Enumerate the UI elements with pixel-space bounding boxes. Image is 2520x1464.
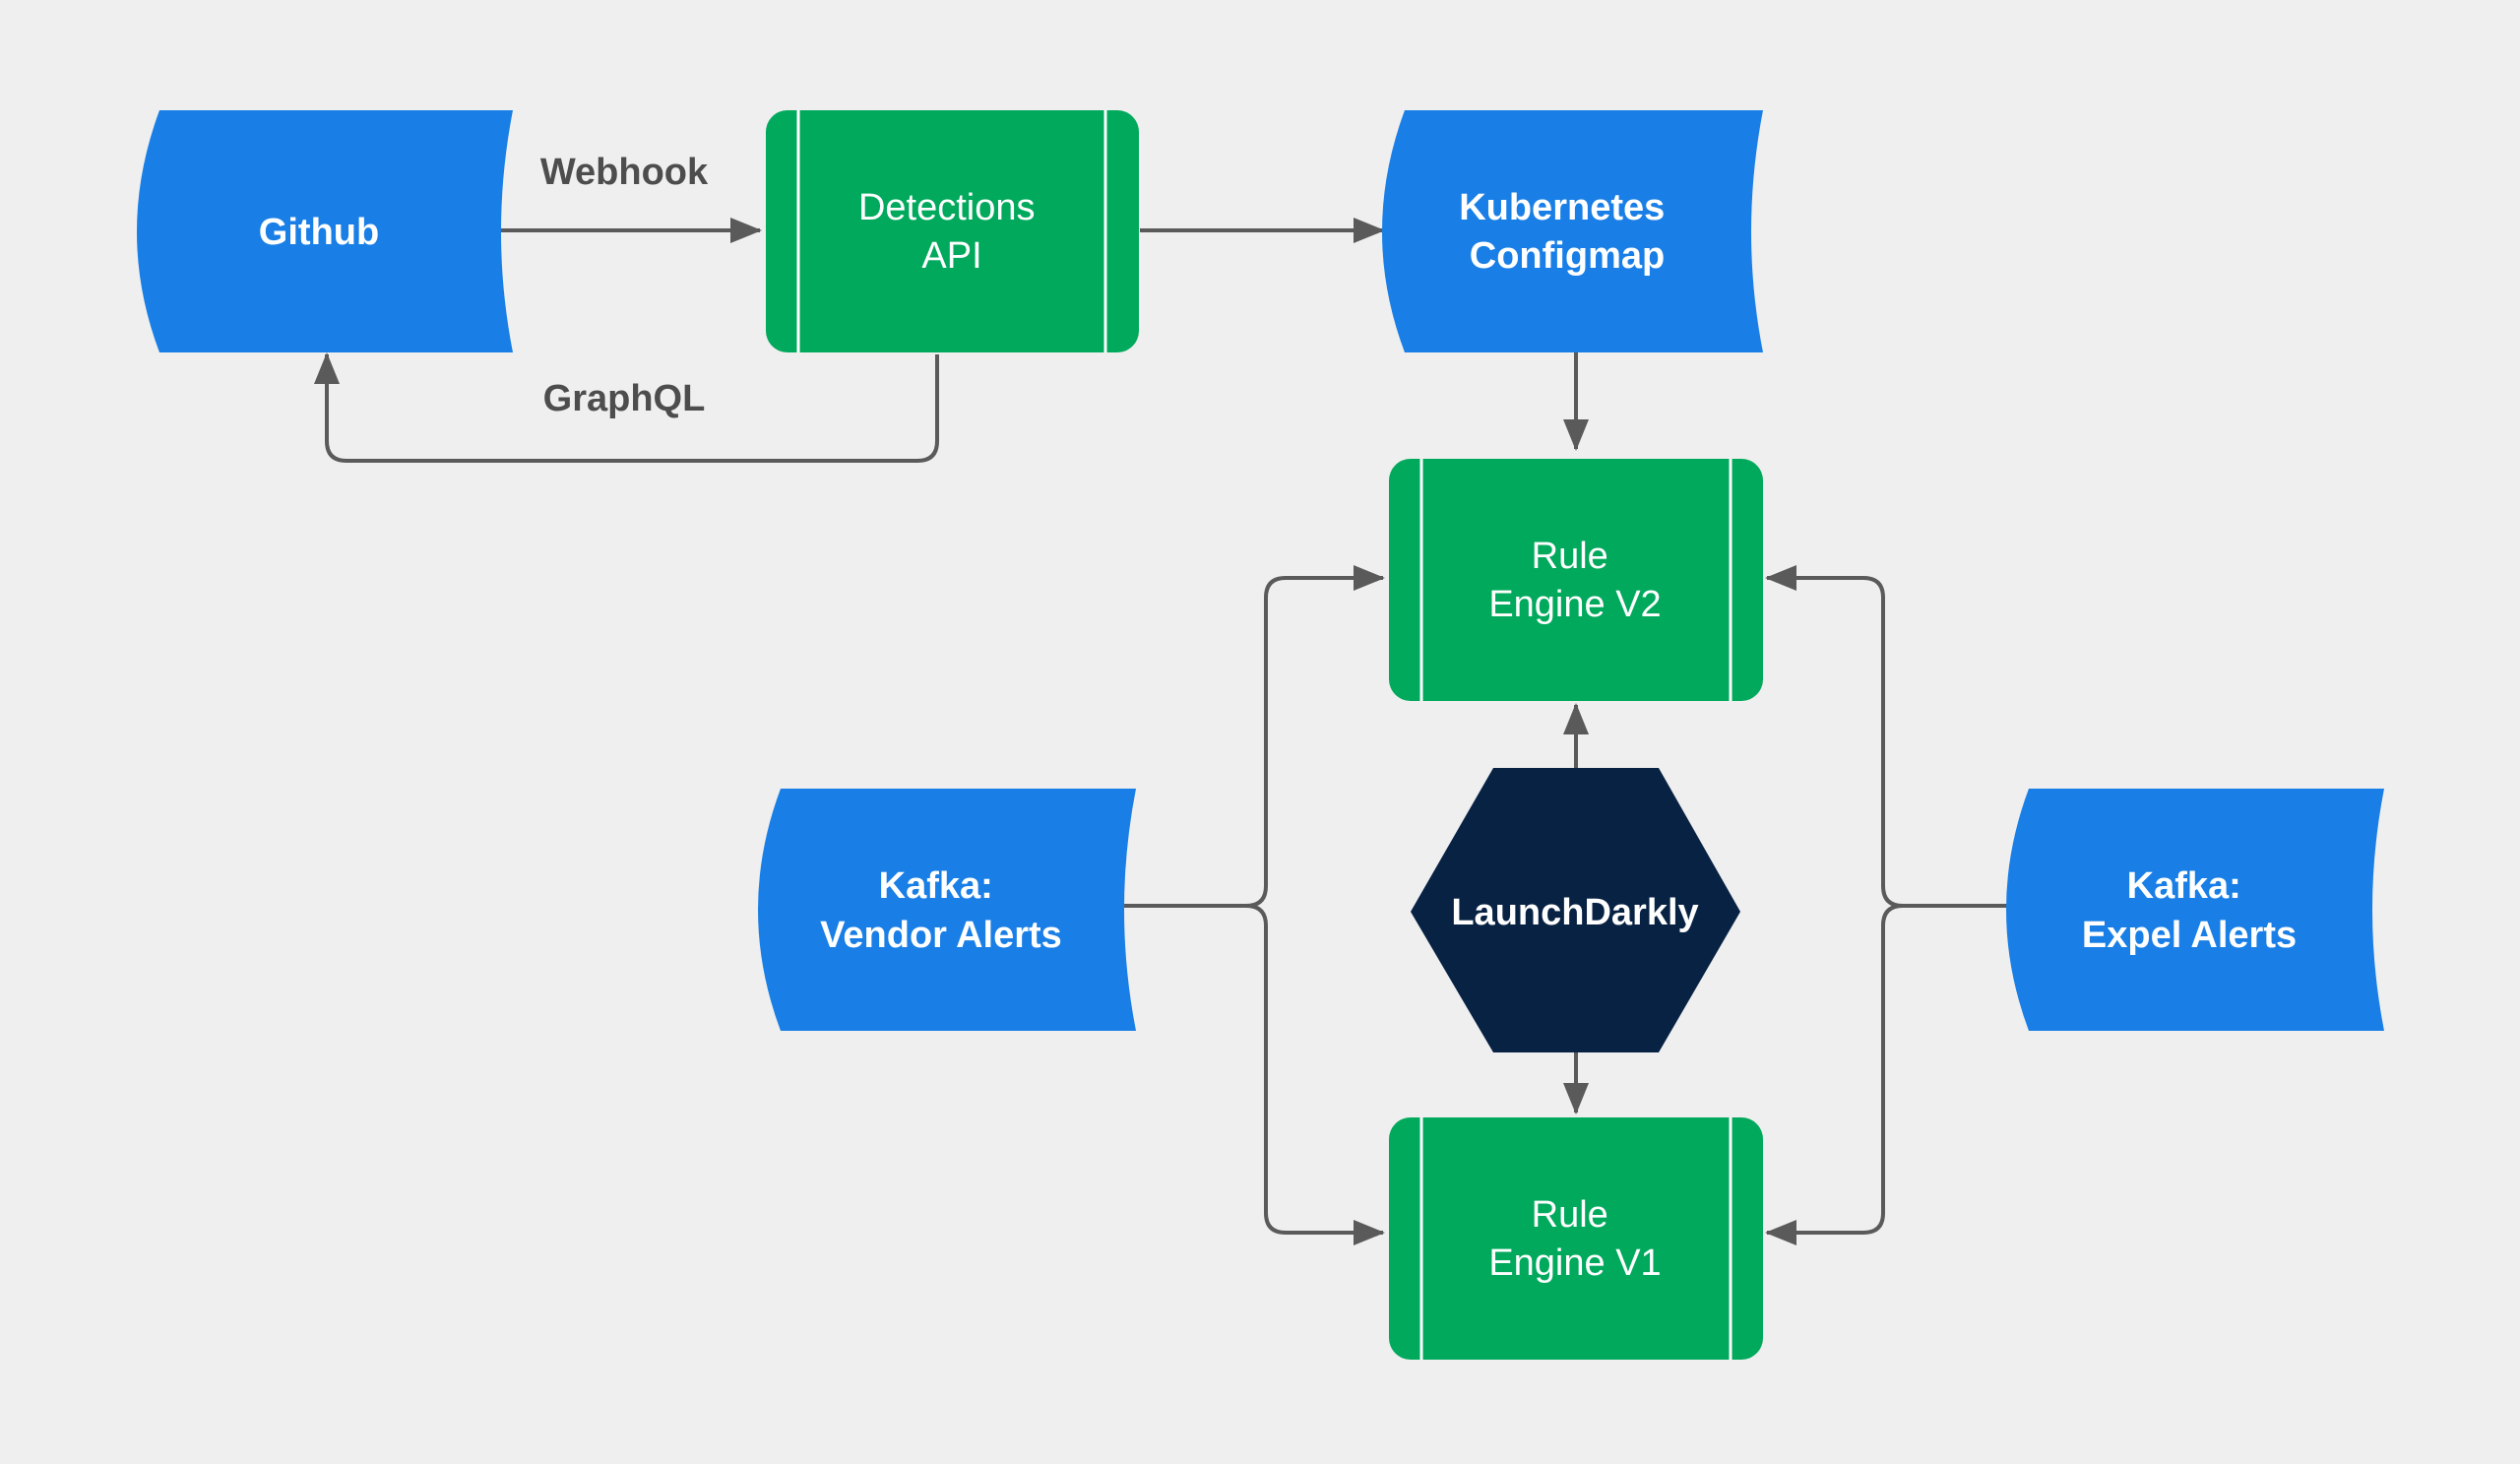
github-node[interactable]: Github [137,110,513,352]
github-label: Github [259,212,379,253]
kubernetes-configmap-node[interactable]: Kubernetes Configmap [1382,110,1763,352]
graphql-edge-label: GraphQL [543,378,706,419]
launchdarkly-node[interactable]: LaunchDarkly [1411,768,1740,1052]
edge-vendor-alerts-to-rule-engine-v1 [1119,904,1385,1245]
edge-expel-alerts-to-rule-engine-v1 [1765,904,2011,1245]
kafka-vendor-alerts-shape [758,789,1136,1031]
kafka-expel-alerts-label: Kafka: Expel Alerts [2082,865,2297,956]
kafka-vendor-alerts-label: Kafka: Vendor Alerts [820,865,1062,956]
launchdarkly-label: LaunchDarkly [1451,892,1698,933]
edge-detections-api-to-github [314,352,939,463]
rule-engine-v2-shape [1389,459,1763,701]
edge-vendor-alerts-to-rule-engine-v2 [1119,565,1385,908]
webhook-edge-label: Webhook [540,152,709,193]
rule-engine-v2-label: Rule Engine V2 [1488,536,1661,625]
launchdarkly-shape [1411,768,1740,1052]
rule-engine-v1-shape [1389,1117,1763,1360]
kubernetes-configmap-label: Kubernetes Configmap [1459,187,1675,277]
kafka-vendor-alerts-node[interactable]: Kafka: Vendor Alerts [758,789,1136,1031]
kafka-expel-alerts-shape [2006,789,2384,1031]
kubernetes-configmap-shape [1382,110,1763,352]
edge-expel-alerts-to-rule-engine-v2 [1765,565,2011,908]
rule-engine-v1-node[interactable]: Rule Engine V1 [1389,1117,1763,1360]
github-shape [137,110,513,352]
rule-engine-v2-node[interactable]: Rule Engine V2 [1389,459,1763,701]
detections-api-shape [766,110,1139,352]
kafka-expel-alerts-node[interactable]: Kafka: Expel Alerts [2006,789,2384,1031]
detections-api-label: Detections API [858,187,1045,277]
rule-engine-v1-label: Rule Engine V1 [1488,1194,1661,1284]
detections-api-node[interactable]: Detections API [766,110,1139,352]
edges [314,218,2011,1245]
